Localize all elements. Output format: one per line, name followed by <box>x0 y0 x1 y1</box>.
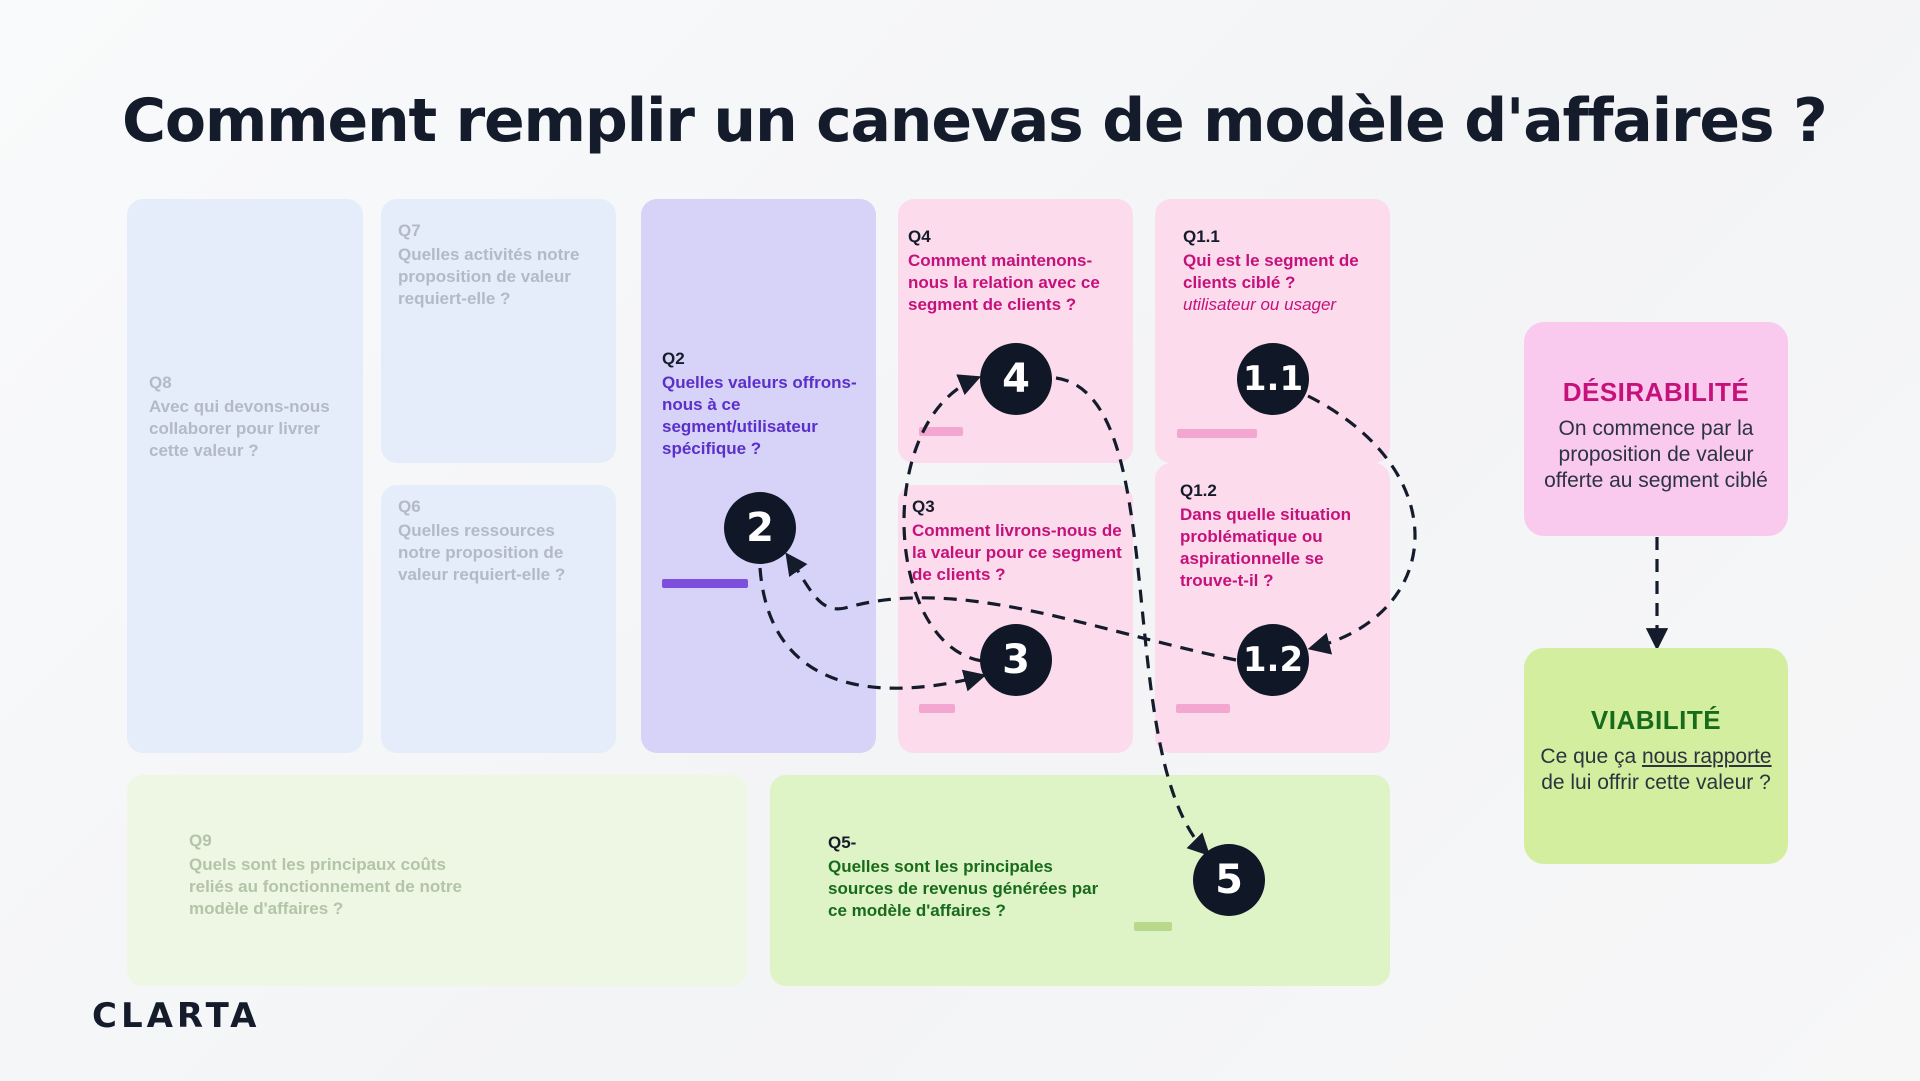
situation-tag <box>1176 704 1230 713</box>
q6-code: Q6 <box>398 497 421 516</box>
q9-code: Q9 <box>189 831 212 850</box>
q5-code: Q5- <box>828 833 857 852</box>
q7-code: Q7 <box>398 221 421 240</box>
revenue-streams-box: Q5- Quelles sont les principales sources… <box>770 775 1390 986</box>
arrow-1-1-to-1-2 <box>1307 394 1417 655</box>
key-activities-box: Q7 Quelles activités notre proposition d… <box>381 199 616 463</box>
q6-question: Quelles ressources notre proposition de … <box>398 521 566 584</box>
viabilite-text: Ce que ça nous rapporte de lui offrir ce… <box>1538 744 1774 796</box>
viabilite-text-link: nous rapporte <box>1641 745 1772 768</box>
q4-question: Comment maintenons-nous la relation avec… <box>908 251 1100 314</box>
value-proposition-box: Q2 Quelles valeurs offrons-nous à ce seg… <box>641 199 876 753</box>
cost-structure-box: Q9 Quels sont les principaux coûts relié… <box>127 775 747 986</box>
q5-question: Quelles sont les principales sources de … <box>828 857 1099 920</box>
customer-relationships-box: Q4 Comment maintenons-nous la relation a… <box>898 199 1133 463</box>
q12-code: Q1.2 <box>1180 481 1217 500</box>
q2-question: Quelles valeurs offrons-nous à ce segmen… <box>662 373 857 458</box>
channels-tag <box>919 704 955 713</box>
desirabilite-box: DÉSIRABILITÉ On commence par la proposit… <box>1524 322 1788 536</box>
step-1-1: 1.1 <box>1237 343 1309 415</box>
viabilite-box: VIABILITÉ Ce que ça nous rapporte de lui… <box>1524 648 1788 864</box>
q8-question: Avec qui devons-nous collaborer pour liv… <box>149 397 330 460</box>
q3-code: Q3 <box>912 497 935 516</box>
q3-question: Comment livrons-nous de la valeur pour c… <box>912 521 1122 584</box>
q9-question: Quels sont les principaux coûts reliés a… <box>189 855 462 918</box>
key-partners-box: Q8 Avec qui devons-nous collaborer pour … <box>127 199 363 753</box>
step-5: 5 <box>1193 844 1265 916</box>
relationships-tag <box>919 427 963 436</box>
desirabilite-text: On commence par la proposition de valeur… <box>1544 417 1768 492</box>
key-resources-box: Q6 Quelles ressources notre proposition … <box>381 485 616 753</box>
arrow-2-to-3 <box>758 567 987 692</box>
page-title: Comment remplir un canevas de modèle d'a… <box>122 86 1828 156</box>
viabilite-title: VIABILITÉ <box>1590 705 1722 735</box>
q12-question: Dans quelle situation problématique ou a… <box>1180 505 1351 590</box>
q2-code: Q2 <box>662 349 685 368</box>
q7-question: Quelles activités notre proposition de v… <box>398 245 580 308</box>
value-proposition-tag <box>662 579 748 588</box>
viabilite-text-before: Ce que ça <box>1540 745 1642 768</box>
q11-code: Q1.1 <box>1183 227 1220 246</box>
step-4: 4 <box>980 343 1052 415</box>
step-2: 2 <box>724 492 796 564</box>
q4-code: Q4 <box>908 227 931 246</box>
segment-tag <box>1177 429 1257 438</box>
viabilite-text-after: de lui offrir cette valeur ? <box>1541 771 1771 794</box>
clarta-logo: CLARTA <box>92 996 261 1036</box>
step-3: 3 <box>980 624 1052 696</box>
customer-segment-box: Q1.1 Qui est le segment de clients ciblé… <box>1155 199 1390 463</box>
desirabilite-title: DÉSIRABILITÉ <box>1562 377 1750 407</box>
revenue-tag <box>1134 922 1172 931</box>
arrow-1-2-to-2 <box>785 552 1237 662</box>
step-1-2: 1.2 <box>1237 624 1309 696</box>
q8-code: Q8 <box>149 373 172 392</box>
arrow-3-to-4 <box>902 374 983 663</box>
q11-subtext: utilisateur ou usager <box>1183 295 1337 314</box>
q11-question: Qui est le segment de clients ciblé ? <box>1183 251 1359 292</box>
arrow-4-to-5 <box>1055 376 1211 857</box>
